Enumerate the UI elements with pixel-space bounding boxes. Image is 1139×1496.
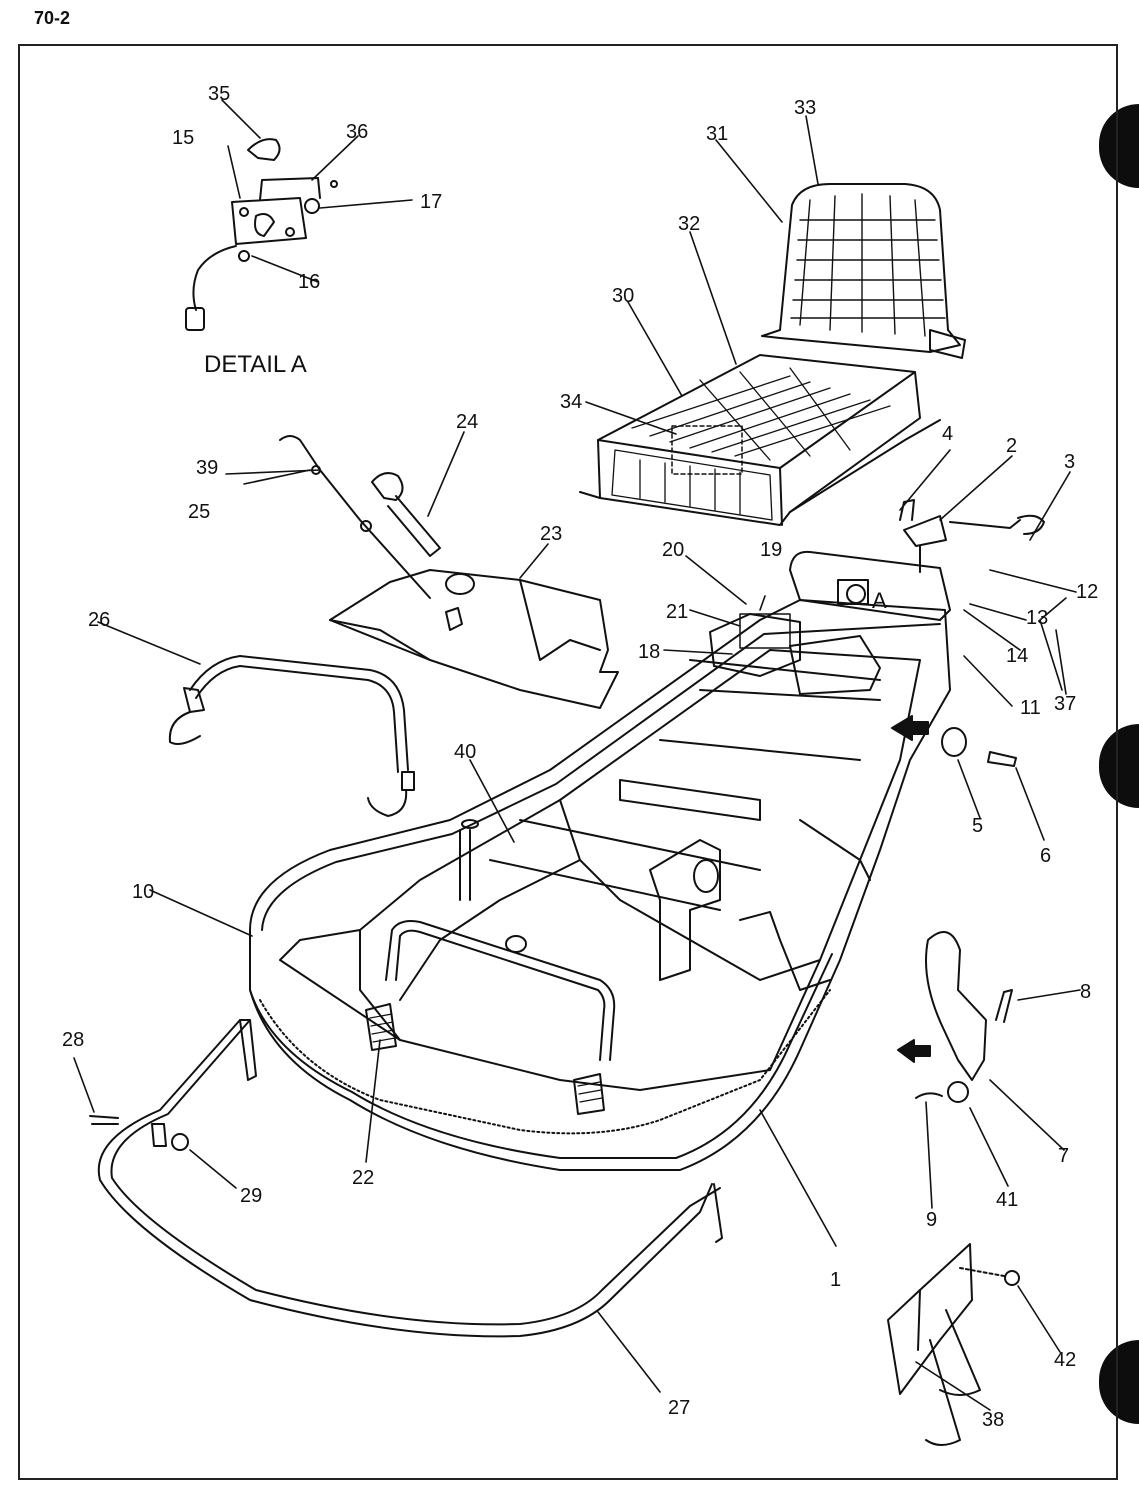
- callout-24: 24: [456, 411, 478, 433]
- diagram-frame: [18, 44, 1118, 1480]
- seat-cushion: [579, 354, 941, 526]
- detail-a-marker: A: [872, 588, 887, 613]
- detail-a-assembly: [185, 138, 338, 331]
- callout-33: 33: [794, 97, 816, 119]
- callout-21: 21: [666, 601, 688, 623]
- callout-34: 34: [560, 391, 582, 413]
- callout-23: 23: [540, 523, 562, 545]
- main-frame-hull: [249, 550, 951, 1171]
- callout-7: 7: [1058, 1145, 1069, 1167]
- callout-15: 15: [172, 127, 194, 149]
- callout-26: 26: [88, 609, 110, 631]
- callout-13: 13: [1026, 607, 1048, 629]
- callout-11: 11: [1020, 697, 1041, 719]
- callout-labels: 1 2 3 4 5 6 7 8 9 10 11 12 13 14 15 16 1…: [62, 83, 1098, 1431]
- callout-10: 10: [132, 881, 154, 903]
- callout-29: 29: [240, 1185, 262, 1207]
- callout-30: 30: [612, 285, 634, 307]
- callout-36: 36: [346, 121, 368, 143]
- callout-25: 25: [188, 501, 210, 523]
- callout-19: 19: [760, 539, 782, 561]
- hitch-parts: [887, 499, 1045, 1446]
- callout-28: 28: [62, 1029, 84, 1051]
- callout-8: 8: [1080, 981, 1091, 1003]
- tow-bar: [89, 1019, 723, 1338]
- callout-14: 14: [1006, 645, 1028, 667]
- callout-3: 3: [1064, 451, 1075, 473]
- callout-35: 35: [208, 83, 230, 105]
- detail-a-label: DETAIL A: [204, 351, 307, 378]
- callout-12: 12: [1076, 581, 1098, 603]
- callout-39: 39: [196, 457, 218, 479]
- callout-38: 38: [982, 1409, 1004, 1431]
- callout-2: 2: [1006, 435, 1017, 457]
- bungee-strap: [168, 655, 415, 817]
- callout-5: 5: [972, 815, 983, 837]
- page-code: 70-2: [34, 8, 71, 28]
- callout-42: 42: [1054, 1349, 1076, 1371]
- callout-17: 17: [420, 191, 442, 213]
- callout-16: 16: [298, 271, 320, 293]
- callout-18: 18: [638, 641, 660, 663]
- leader-lines: [73, 99, 1081, 1411]
- callout-37: 37: [1054, 693, 1076, 715]
- seat-back: [761, 183, 966, 359]
- callout-1: 1: [830, 1269, 841, 1291]
- callout-41: 41: [996, 1189, 1018, 1211]
- callout-40: 40: [454, 741, 476, 763]
- fuel-tank: [279, 435, 619, 709]
- callout-20: 20: [662, 539, 684, 561]
- callout-27: 27: [668, 1397, 690, 1419]
- callout-9: 9: [926, 1209, 937, 1231]
- callout-4: 4: [942, 423, 953, 445]
- callout-6: 6: [1040, 845, 1051, 867]
- callout-22: 22: [352, 1167, 374, 1189]
- callout-32: 32: [678, 213, 700, 235]
- callout-31: 31: [706, 123, 728, 145]
